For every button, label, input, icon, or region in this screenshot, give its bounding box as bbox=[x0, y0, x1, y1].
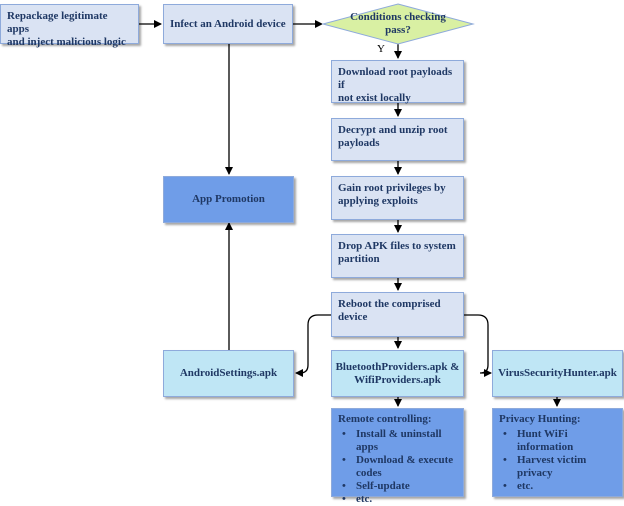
node-bt-wifi-line2: WifiProviders.apk bbox=[354, 373, 441, 386]
privacy-item: Harvest victim privacy bbox=[503, 454, 616, 480]
node-reboot-line2: device bbox=[338, 311, 368, 323]
node-download-line2: not exist locally bbox=[338, 92, 411, 104]
node-gainroot-line2: applying exploits bbox=[338, 195, 418, 207]
node-remote-controlling: Remote controlling: Install & uninstall … bbox=[331, 408, 464, 506]
remote-item-continued: codes bbox=[356, 467, 382, 479]
privacy-item: Hunt WiFi information bbox=[503, 428, 616, 454]
node-app-promotion-label: App Promotion bbox=[192, 193, 265, 205]
node-repackage: Repackage legitimate apps and inject mal… bbox=[0, 4, 139, 48]
arrow-reboot-virushunter bbox=[464, 314, 490, 374]
node-app-promotion: App Promotion bbox=[163, 176, 294, 223]
node-infect: Infect an Android device bbox=[163, 4, 293, 44]
node-privacy-hunting: Privacy Hunting: Hunt WiFi information H… bbox=[492, 408, 623, 497]
node-drop: Drop APK files to system partition bbox=[331, 234, 464, 278]
arrow-reboot-androidsettings bbox=[295, 314, 331, 377]
node-reboot-line1: Reboot the comprised bbox=[338, 298, 441, 310]
node-decrypt-line1: Decrypt and unzip root bbox=[338, 124, 448, 136]
node-android-settings: AndroidSettings.apk bbox=[163, 350, 294, 397]
node-drop-line2: partition bbox=[338, 253, 380, 265]
node-gainroot-line1: Gain root privileges by bbox=[338, 182, 446, 194]
node-repackage-line2: and inject malicious logic bbox=[7, 36, 126, 48]
node-android-settings-label: AndroidSettings.apk bbox=[179, 367, 278, 379]
node-conditions-line1: Conditions checking bbox=[350, 11, 446, 23]
remote-title: Remote controlling: bbox=[338, 413, 432, 425]
node-reboot: Reboot the comprised device bbox=[331, 292, 464, 337]
yes-label: Y bbox=[377, 43, 385, 55]
node-bt-wifi-line1: BluetoothProviders.apk & bbox=[335, 360, 460, 373]
node-repackage-line1: Repackage legitimate apps bbox=[7, 10, 108, 35]
node-decrypt-line2: payloads bbox=[338, 137, 380, 149]
remote-item: Download & execute bbox=[342, 454, 457, 467]
node-virus-hunter: VirusSecurityHunter.apk bbox=[492, 350, 623, 397]
node-virus-hunter-label: VirusSecurityHunter.apk bbox=[498, 367, 617, 379]
node-conditions-line2: pass? bbox=[385, 24, 411, 36]
node-decrypt: Decrypt and unzip root payloads bbox=[331, 118, 464, 161]
node-conditions: Conditions checking pass? bbox=[338, 8, 458, 40]
remote-item: Install & uninstall apps bbox=[342, 428, 457, 454]
node-gainroot: Gain root privileges by applying exploit… bbox=[331, 176, 464, 220]
privacy-title: Privacy Hunting: bbox=[499, 413, 581, 425]
node-download: Download root payloads if not exist loca… bbox=[331, 60, 464, 104]
remote-item: etc. bbox=[342, 493, 457, 506]
remote-item: Self-update bbox=[342, 480, 457, 493]
node-download-line1: Download root payloads if bbox=[338, 66, 453, 91]
node-bt-wifi: BluetoothProviders.apk & WifiProviders.a… bbox=[331, 350, 464, 397]
conditions-decision-shape bbox=[321, 3, 475, 45]
node-drop-line1: Drop APK files to system bbox=[338, 240, 456, 252]
privacy-item: etc. bbox=[503, 480, 616, 493]
node-infect-label: Infect an Android device bbox=[170, 17, 286, 30]
